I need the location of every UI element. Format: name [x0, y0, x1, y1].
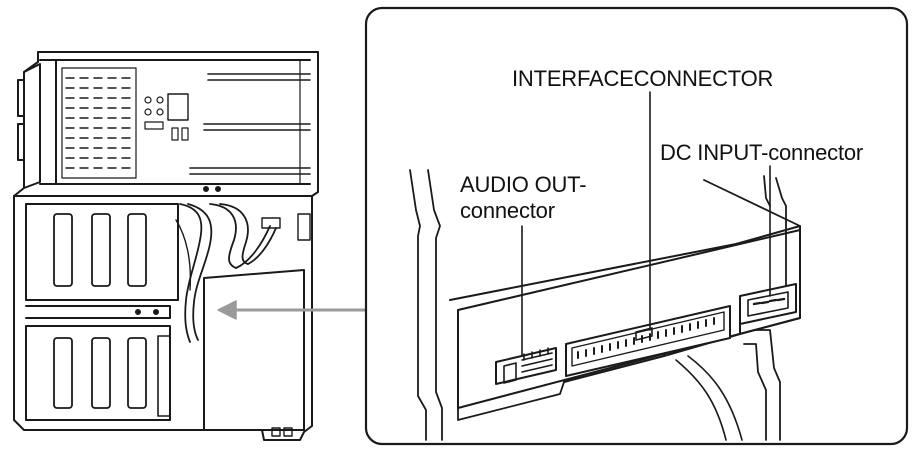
pointer-arrow	[217, 300, 366, 320]
upper-bay-flange	[23, 63, 41, 189]
leader-lines	[521, 91, 771, 357]
cdrom-bay	[203, 269, 305, 431]
lower-drive-cage	[25, 203, 179, 421]
label-audio-out-line2: connector	[460, 198, 555, 223]
computer-chassis	[13, 51, 319, 441]
internal-cables	[175, 203, 311, 343]
mounting-rail-left	[409, 169, 427, 441]
flange-slot	[17, 123, 25, 161]
mounting-rail-right	[775, 177, 787, 301]
detail-inset-frame	[364, 6, 909, 446]
flange-slot	[17, 79, 25, 117]
interface-connector	[565, 305, 731, 377]
dc-input-connector	[739, 283, 797, 325]
audio-out-connector	[495, 347, 557, 385]
label-audio-out-line1: AUDIO OUT-	[460, 172, 587, 197]
label-interface-connector: INTERFACECONNECTOR	[512, 66, 774, 91]
label-dc-input-connector: DC INPUT-connector	[660, 140, 864, 165]
upper-drive-bay	[39, 59, 311, 185]
